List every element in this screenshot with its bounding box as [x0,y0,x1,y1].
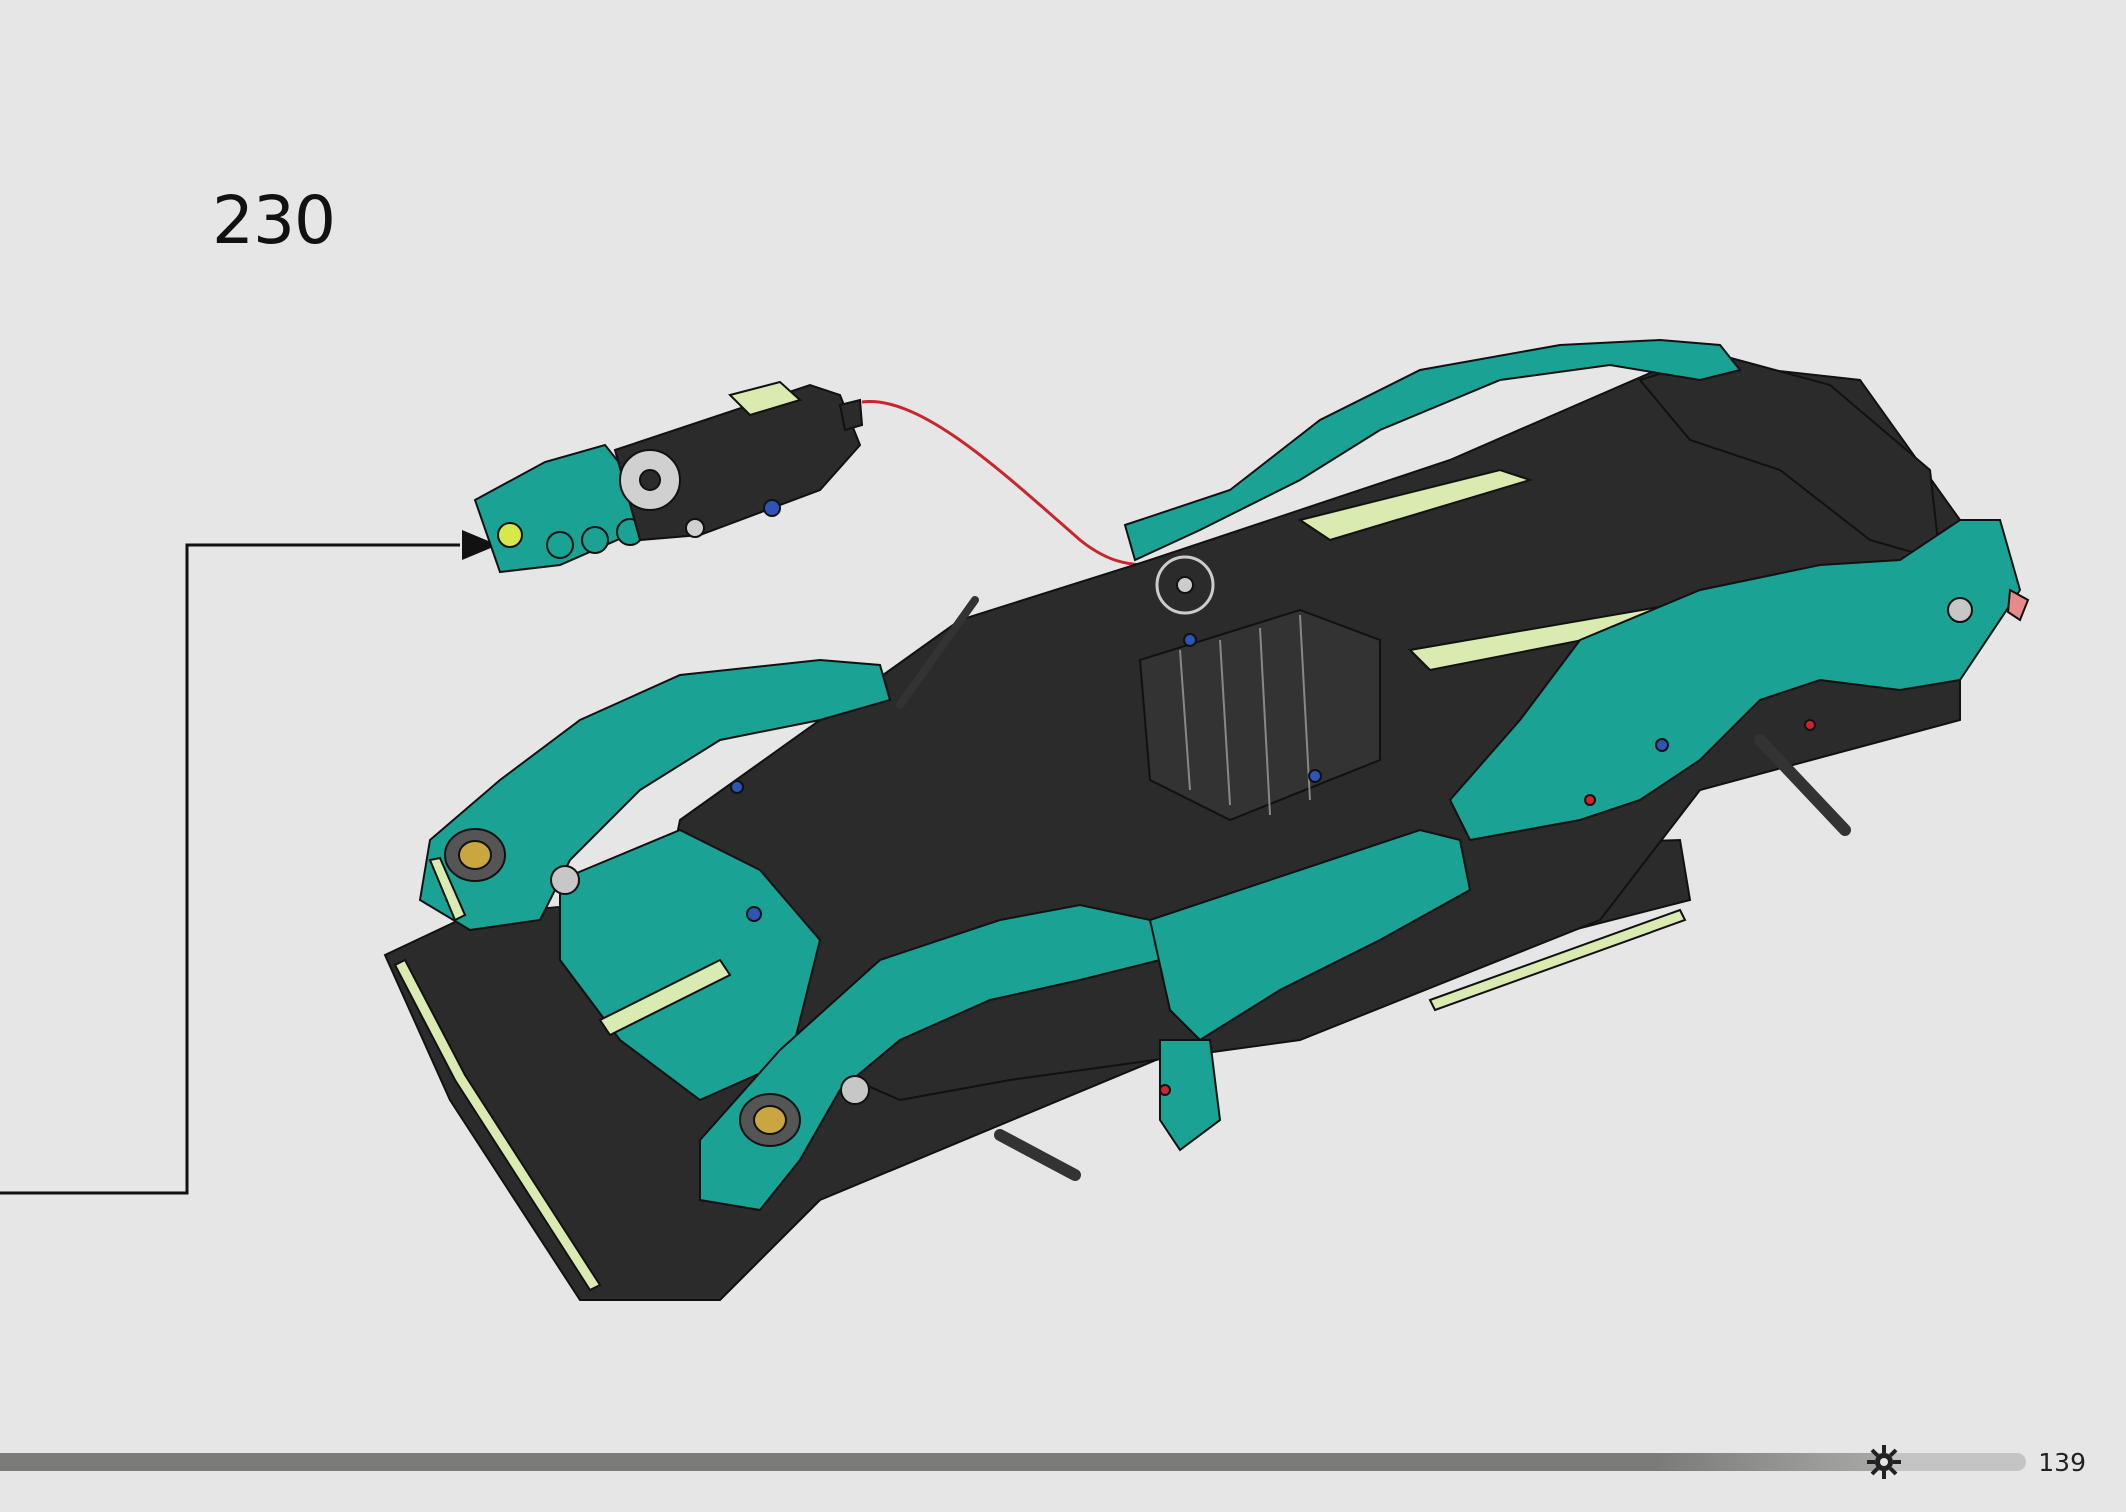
progress-bar [0,1453,2026,1471]
page-number: 139 [2038,1448,2086,1477]
sub-assembly [473,380,864,574]
headlight-right [739,1093,801,1147]
callout-line [0,543,460,1195]
progress-fill [0,1453,1885,1471]
cable [861,400,1149,567]
car-model [383,338,2030,1301]
arrow-right-icon [462,530,498,560]
step-number: 230 [212,182,336,259]
headlight-left [444,828,506,882]
gear-icon [1867,1445,1902,1479]
